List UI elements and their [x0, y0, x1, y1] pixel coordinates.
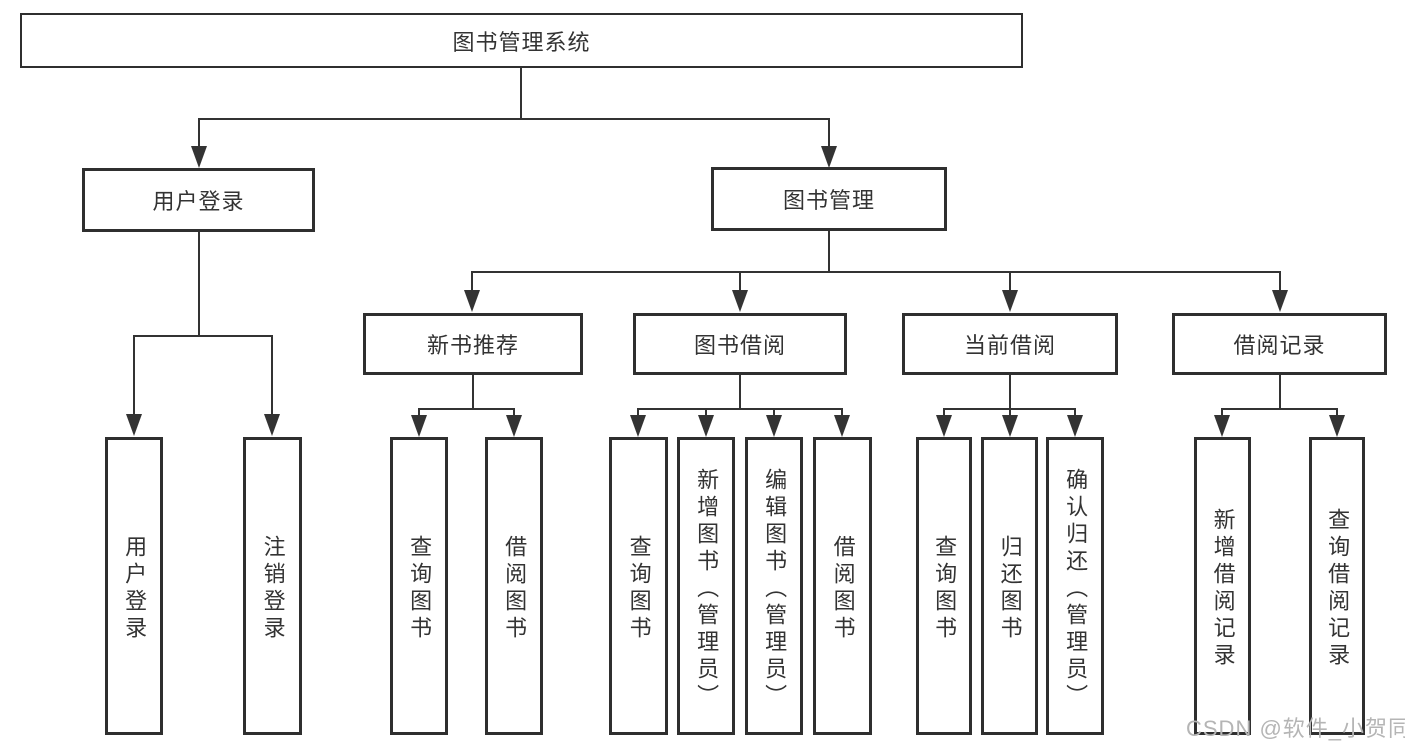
arrow-down-icon	[936, 415, 952, 437]
node-label: 图书管理系统	[452, 29, 591, 55]
connector-line	[739, 375, 741, 408]
arrow-down-icon	[126, 414, 142, 436]
connector-line	[520, 68, 522, 118]
node-new-book-recommend: 新书推荐	[363, 313, 583, 375]
node-current-borrow: 当前借阅	[902, 313, 1118, 375]
node-label: 借阅图书	[502, 535, 528, 643]
connector-line	[198, 232, 200, 335]
connector-line	[1336, 408, 1338, 415]
arrow-down-icon	[264, 414, 280, 436]
node-label: 归还图书	[997, 535, 1023, 643]
connector-line	[133, 335, 135, 414]
node-logout: 注销登录	[243, 437, 302, 735]
connector-line	[828, 118, 830, 146]
node-label: 图书借阅	[693, 333, 786, 358]
arrow-down-icon	[821, 146, 837, 168]
arrow-down-icon	[506, 415, 522, 437]
connector-line	[1009, 271, 1011, 290]
node-borrow-query-book: 查询图书	[609, 437, 668, 735]
node-recommend-borrow-book: 借阅图书	[485, 437, 543, 735]
connector-line	[828, 231, 830, 271]
connector-line	[705, 408, 707, 415]
node-label: 借阅图书	[830, 535, 856, 643]
arrow-down-icon	[1002, 290, 1018, 312]
node-book-borrow: 图书借阅	[633, 313, 847, 375]
arrow-down-icon	[630, 415, 646, 437]
connector-line	[1279, 271, 1281, 290]
arrow-down-icon	[834, 415, 850, 437]
node-label: 新书推荐	[426, 333, 519, 358]
node-book-management-system: 图书管理系统	[20, 13, 1023, 68]
arrow-down-icon	[698, 415, 714, 437]
node-label: 查询图书	[626, 535, 652, 643]
connector-line	[513, 408, 515, 415]
connector-line	[471, 271, 473, 290]
connector-line	[198, 118, 830, 120]
connector-line	[198, 118, 200, 146]
connector-line	[1074, 408, 1076, 415]
arrow-down-icon	[464, 290, 480, 312]
node-recommend-query-book: 查询图书	[390, 437, 448, 735]
connector-line	[271, 335, 273, 414]
arrow-down-icon	[1067, 415, 1083, 437]
node-current-query-book: 查询图书	[916, 437, 972, 735]
connector-line	[773, 408, 775, 415]
node-label: 新增图书（管理员）	[694, 467, 720, 711]
arrow-down-icon	[732, 290, 748, 312]
node-label: 用户登录	[122, 535, 148, 643]
connector-line	[841, 408, 843, 415]
node-user-login: 用户登录	[105, 437, 163, 735]
node-current-return-book: 归还图书	[981, 437, 1038, 735]
connector-line	[637, 408, 639, 415]
node-record-add-borrow-record: 新增借阅记录	[1194, 437, 1251, 735]
connector-line	[637, 408, 843, 410]
node-borrow-borrow-book: 借阅图书	[813, 437, 872, 735]
watermark: CSDN @软件_小贺同学	[1186, 716, 1405, 741]
connector-line	[471, 271, 1281, 273]
connector-line	[739, 271, 741, 290]
node-label: 注销登录	[260, 535, 286, 643]
connector-line	[418, 408, 515, 410]
arrow-down-icon	[766, 415, 782, 437]
node-label: 确认归还（管理员）	[1063, 467, 1089, 711]
node-label: 图书管理	[782, 188, 875, 213]
connector-line	[133, 335, 273, 337]
arrow-down-icon	[411, 415, 427, 437]
connector-line	[1279, 375, 1281, 408]
node-record-query-borrow-record: 查询借阅记录	[1309, 437, 1365, 735]
arrow-down-icon	[1214, 415, 1230, 437]
node-label: 当前借阅	[963, 333, 1056, 358]
arrow-down-icon	[1272, 290, 1288, 312]
node-borrow-edit-book-admin: 编辑图书（管理员）	[745, 437, 803, 735]
node-borrow-record: 借阅记录	[1172, 313, 1387, 375]
connector-line	[943, 408, 945, 415]
connector-line	[1009, 408, 1011, 415]
node-label: 借阅记录	[1233, 333, 1326, 358]
node-borrow-add-book-admin: 新增图书（管理员）	[677, 437, 735, 735]
arrow-down-icon	[1002, 415, 1018, 437]
node-label: 新增借阅记录	[1210, 508, 1236, 670]
node-user-login-branch: 用户登录	[82, 168, 315, 232]
node-current-confirm-return-admin: 确认归还（管理员）	[1046, 437, 1104, 735]
connector-line	[472, 375, 474, 408]
connector-line	[1009, 375, 1011, 408]
node-label: 用户登录	[152, 189, 245, 214]
arrow-down-icon	[191, 146, 207, 168]
node-book-management: 图书管理	[711, 167, 947, 231]
arrow-down-icon	[1329, 415, 1345, 437]
node-label: 查询借阅记录	[1325, 508, 1351, 670]
node-label: 查询图书	[407, 535, 433, 643]
connector-line	[418, 408, 420, 415]
connector-line	[1221, 408, 1223, 415]
node-label: 查询图书	[932, 535, 958, 643]
node-label: 编辑图书（管理员）	[762, 467, 788, 711]
connector-line	[1221, 408, 1338, 410]
